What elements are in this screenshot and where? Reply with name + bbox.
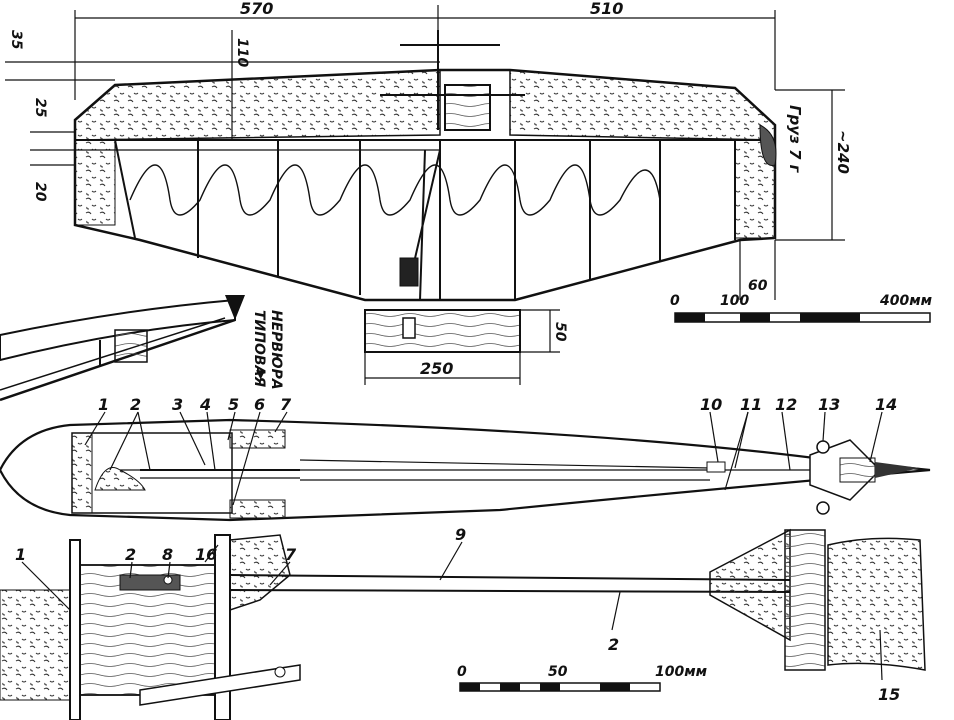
part-number-labels: 1 2 3 4 5 6 7 10 11 12 13 14 <box>84 395 897 506</box>
dim-570: 570 <box>240 0 273 18</box>
part-4: 4 <box>199 395 211 414</box>
rib-marker: ▼ <box>256 367 266 381</box>
weight-note: Груз 7 г <box>786 105 804 174</box>
part-13: 13 <box>818 395 840 414</box>
dim-110: 110 <box>234 38 250 67</box>
typical-rib: ТИПОВАЯ НЕРВЮРА ▼ <box>0 295 284 402</box>
part-12: 12 <box>775 395 797 414</box>
bottom-part-1: 1 <box>15 545 26 564</box>
dim-20: 20 <box>32 182 48 202</box>
rib-label-line2: НЕРВЮРА <box>268 310 284 390</box>
bottom-part-7: 7 <box>285 545 297 564</box>
part-7: 7 <box>280 395 292 414</box>
dim-25: 25 <box>32 98 48 118</box>
bottom-part-15: 15 <box>878 685 900 704</box>
part-10: 10 <box>700 395 722 414</box>
scale-top-mid: 100 <box>720 293 749 309</box>
rib-label-line1: ТИПОВАЯ <box>251 310 267 387</box>
scale-bottom-end: 100мм <box>655 664 707 680</box>
part-3: 3 <box>172 395 183 414</box>
dim-50: 50 <box>552 322 568 342</box>
scale-top-zero: 0 <box>670 293 680 309</box>
bottom-part-9: 9 <box>455 525 466 544</box>
dim-60: 60 <box>748 278 768 294</box>
part-14: 14 <box>875 395 897 414</box>
stabilizer: 250 50 <box>364 309 568 385</box>
wing-top-view: 570 510 <box>5 0 852 302</box>
scale-bottom-mid: 50 <box>548 664 568 680</box>
dim-35: 35 <box>8 30 24 50</box>
part-2: 2 <box>130 395 141 414</box>
part-5: 5 <box>228 395 239 414</box>
scale-bottom: 0 50 100мм <box>457 664 707 692</box>
part-6: 6 <box>254 395 265 414</box>
bottom-part-16: 16 <box>195 545 217 564</box>
bottom-part-8: 8 <box>162 545 173 564</box>
fuselage-side-view <box>0 418 931 522</box>
dim-510: 510 <box>590 0 623 18</box>
scale-top-end: 400мм <box>879 293 932 309</box>
part-1: 1 <box>98 395 109 414</box>
bottom-part-2a: 2 <box>125 545 136 564</box>
part-11: 11 <box>740 395 762 414</box>
scale-top: 0 100 400мм <box>670 293 932 323</box>
bottom-part-2b: 2 <box>608 635 619 654</box>
dim-250: 250 <box>420 359 453 378</box>
scale-bottom-zero: 0 <box>457 664 467 680</box>
dim-chord: ~240 <box>834 130 852 174</box>
bottom-detail-view: 1 2 8 16 7 9 2 15 <box>0 525 926 720</box>
